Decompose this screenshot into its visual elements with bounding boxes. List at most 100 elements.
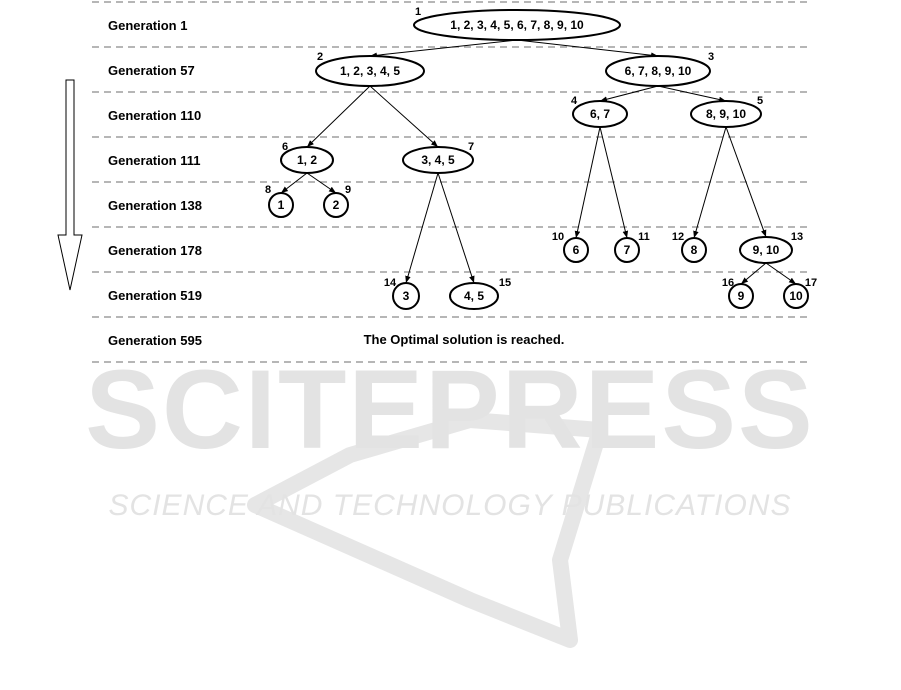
tree-node: 9, 10 13 <box>739 231 803 264</box>
node-ellipse <box>614 237 640 263</box>
tree-edge-arrow <box>765 262 797 285</box>
tree-edge-arrow <box>405 172 439 284</box>
node-ellipse <box>783 283 809 309</box>
tree-node: 8, 9, 10 5 <box>690 95 763 128</box>
generation-label: Generation 57 <box>108 63 195 78</box>
node-ellipse <box>268 192 294 218</box>
node-label: 8 <box>691 243 698 257</box>
node-label: 6, 7 <box>590 107 610 121</box>
tree-edge-arrow <box>516 39 659 58</box>
tree-edge-arrow <box>369 85 439 148</box>
watermark-brand: SCITEPRESS <box>85 347 815 472</box>
optimal-solution-message: The Optimal solution is reached. <box>364 332 565 347</box>
node-label: 6 <box>573 243 580 257</box>
node-number: 7 <box>468 141 474 153</box>
tree-edge-arrow <box>725 126 767 238</box>
tree-edge-arrow <box>437 172 475 284</box>
tree-edge-arrow <box>599 126 629 239</box>
tree-node: 9 16 <box>722 277 754 309</box>
tree-edges <box>280 39 797 285</box>
node-label: 1, 2 <box>297 153 317 167</box>
node-number: 14 <box>384 277 397 289</box>
tree-edge-arrow <box>306 85 371 148</box>
tree-node: 3 14 <box>384 277 420 310</box>
node-ellipse <box>572 100 628 128</box>
node-ellipse <box>690 100 762 128</box>
tree-node: 7 11 <box>614 231 650 263</box>
node-number: 16 <box>722 277 734 289</box>
node-number: 8 <box>265 184 271 196</box>
generation-row-separators <box>92 1 812 363</box>
node-label: 7 <box>624 243 631 257</box>
tree-node: 1 8 <box>265 184 294 218</box>
tree-node: 1, 2, 3, 4, 5, 6, 7, 8, 9, 10 1 <box>413 6 621 41</box>
node-label: 10 <box>789 289 803 303</box>
tree-node: 10 17 <box>783 277 817 309</box>
tree-edge-arrow <box>657 85 727 103</box>
watermark-shield-shape <box>247 412 608 648</box>
generation-labels: Generation 1 Generation 57 Generation 11… <box>108 18 202 348</box>
tree-node: 3, 4, 5 7 <box>402 141 474 174</box>
publisher-watermark: SCITEPRESS SCIENCE AND TECHNOLOGY PUBLIC… <box>85 347 815 648</box>
tree-node: 4, 5 15 <box>449 277 511 310</box>
node-label: 1 <box>278 198 285 212</box>
node-ellipse <box>402 146 474 174</box>
tree-edge-arrow <box>740 262 767 285</box>
node-ellipse <box>681 237 707 263</box>
generation-label: Generation 519 <box>108 288 202 303</box>
node-number: 2 <box>317 51 323 63</box>
node-ellipse <box>563 237 589 263</box>
tree-node: 1, 2 6 <box>280 141 334 174</box>
generation-label: Generation 138 <box>108 198 202 213</box>
node-number: 3 <box>708 51 714 63</box>
time-direction-arrow <box>57 79 83 291</box>
node-number: 12 <box>672 231 684 243</box>
tree-edge-arrow <box>574 126 601 239</box>
node-label: 9 <box>738 289 745 303</box>
generation-label: Generation 178 <box>108 243 202 258</box>
tree-nodes: 1, 2, 3, 4, 5, 6, 7, 8, 9, 10 1 1, 2, 3,… <box>265 6 817 310</box>
node-number: 15 <box>499 277 511 289</box>
tree-node: 6, 7, 8, 9, 10 3 <box>605 51 714 87</box>
node-label: 9, 10 <box>753 243 780 257</box>
generation-label: Generation 1 <box>108 18 187 33</box>
node-number: 17 <box>805 277 817 289</box>
tree-edge-arrow <box>693 126 727 239</box>
generation-label: Generation 111 <box>108 153 201 168</box>
node-label: 4, 5 <box>464 289 484 303</box>
node-ellipse <box>280 146 334 174</box>
tree-edge-arrow <box>369 39 518 59</box>
tree-node: 8 12 <box>672 231 707 263</box>
tree-node: 6, 7 4 <box>571 95 628 128</box>
node-ellipse <box>449 282 499 310</box>
node-label: 1, 2, 3, 4, 5 <box>340 64 400 78</box>
tree-node: 2 9 <box>323 184 351 218</box>
node-label: 1, 2, 3, 4, 5, 6, 7, 8, 9, 10 <box>450 18 584 32</box>
node-label: 3 <box>403 289 410 303</box>
tree-edge-arrow <box>599 85 659 102</box>
node-number: 6 <box>282 141 288 153</box>
node-label: 6, 7, 8, 9, 10 <box>625 64 692 78</box>
node-number: 10 <box>552 231 564 243</box>
tree-edge-arrow <box>280 172 308 194</box>
node-number: 13 <box>791 231 803 243</box>
node-number: 1 <box>415 6 421 18</box>
tree-edge-arrow <box>306 172 337 194</box>
node-label: 3, 4, 5 <box>421 153 455 167</box>
node-ellipse <box>739 236 793 264</box>
node-number: 9 <box>345 184 351 196</box>
node-ellipse <box>392 282 420 310</box>
node-ellipse <box>323 192 349 218</box>
node-ellipse <box>315 55 425 87</box>
node-ellipse <box>605 55 711 87</box>
node-number: 11 <box>638 231 650 243</box>
node-number: 5 <box>757 95 763 107</box>
generation-label: Generation 110 <box>108 108 201 123</box>
node-number: 4 <box>571 95 578 107</box>
node-label: 2 <box>333 198 340 212</box>
tree-node: 1, 2, 3, 4, 5 2 <box>315 51 425 87</box>
tree-node: 6 10 <box>552 231 589 263</box>
generation-label: Generation 595 <box>108 333 202 348</box>
